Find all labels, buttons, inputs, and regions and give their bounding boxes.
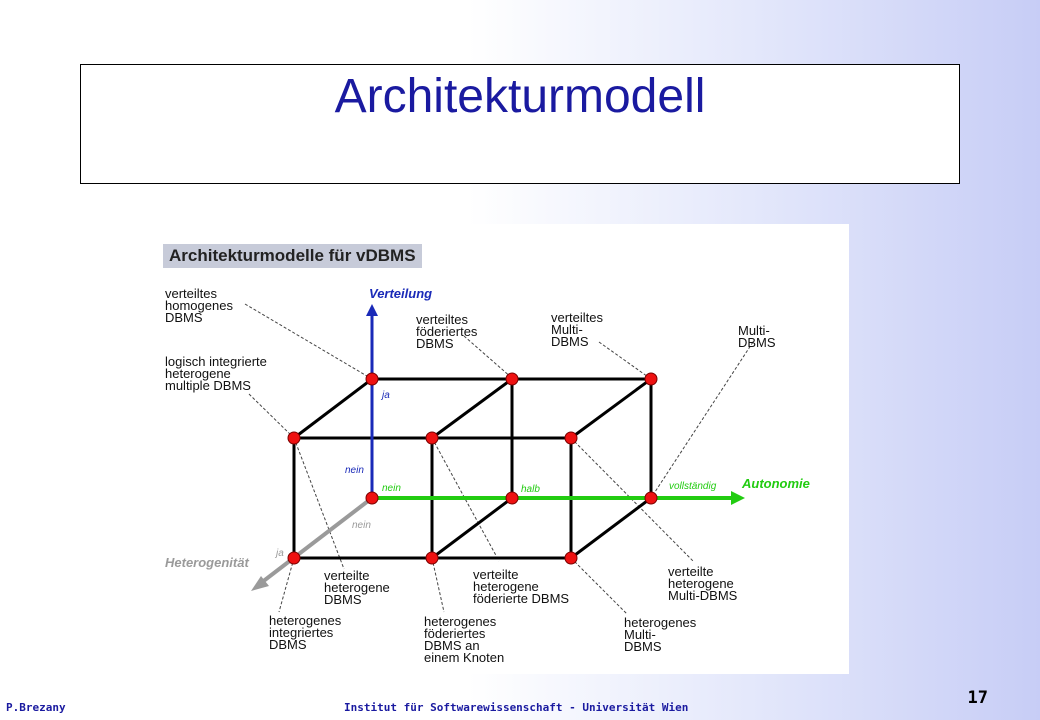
autonomy-axis-title: Autonomie [742,476,810,491]
footer-author: P.Brezany [6,701,66,714]
distribution-axis-title: Verteilung [369,286,433,301]
node [287,431,301,445]
heterogeneity-axis [255,496,374,588]
autonomy-tick-no: nein [382,483,401,494]
leader-line [463,335,513,379]
label-heterogeneous-integrated-dbms: heterogenes integriertes DBMS [269,613,342,652]
autonomy-arrowhead [731,491,745,505]
leader-line [570,557,628,615]
distribution-tick-no: nein [345,465,364,476]
label-distributed-heterogeneous-multi: verteilte heterogene Multi-DBMS [668,564,738,603]
distribution-arrowhead [366,304,378,316]
label-heterogeneous-multi-dbms: heterogenes Multi- DBMS [624,615,697,654]
label-distributed-heterogeneous-dbms: verteilte heterogene DBMS [324,568,390,607]
leader-line [244,303,373,380]
node [644,372,658,386]
node [365,372,379,386]
label-heterogeneous-federated-single-node: heterogenes föderiertes DBMS an einem Kn… [424,614,505,665]
footer-institute: Institut für Softwarewissenschaft - Univ… [344,701,689,714]
node [425,551,439,565]
slide-title: Architekturmodell [334,70,706,123]
heterogeneity-tick-no: nein [352,520,371,531]
node [564,431,578,445]
label-distributed-federated-dbms: verteiltes föderiertes DBMS [416,312,478,351]
page-number: 17 [967,688,988,708]
node [287,551,301,565]
leader-line [598,341,652,380]
label-distributed-heterogeneous-federated: verteilte heterogene föderierte DBMS [473,567,570,606]
autonomy-tick-half: halb [521,484,540,495]
figure-heading: Architekturmodelle für vDBMS [163,244,422,268]
leader-line [248,393,295,439]
leader-line [278,557,295,613]
node [505,372,519,386]
autonomy-tick-full: vollständig [669,481,717,492]
architecture-figure: Architekturmodelle für vDBMS Verteilung … [139,224,849,674]
node [505,491,519,505]
heterogeneity-tick-yes: ja [276,548,284,559]
label-multi-dbms: Multi- DBMS [738,323,776,350]
heterogeneity-arrowhead [251,576,269,591]
node [644,491,658,505]
leader-line [650,341,754,499]
title-box: Architekturmodell [80,64,960,184]
node [425,431,439,445]
label-distributed-multi-dbms: verteiltes Multi- DBMS [551,310,604,349]
distribution-tick-yes: ja [382,390,390,401]
node [365,491,379,505]
cube-nodes [287,372,658,565]
label-logically-integrated-heterogeneous: logisch integrierte heterogene multiple … [165,354,267,393]
node [564,551,578,565]
heterogeneity-axis-title: Heterogenität [165,555,249,570]
cube-diagram [244,303,754,615]
leader-line [293,437,345,570]
label-distributed-homogeneous-dbms: verteiltes homogenes DBMS [165,286,233,325]
leader-line [431,557,445,613]
